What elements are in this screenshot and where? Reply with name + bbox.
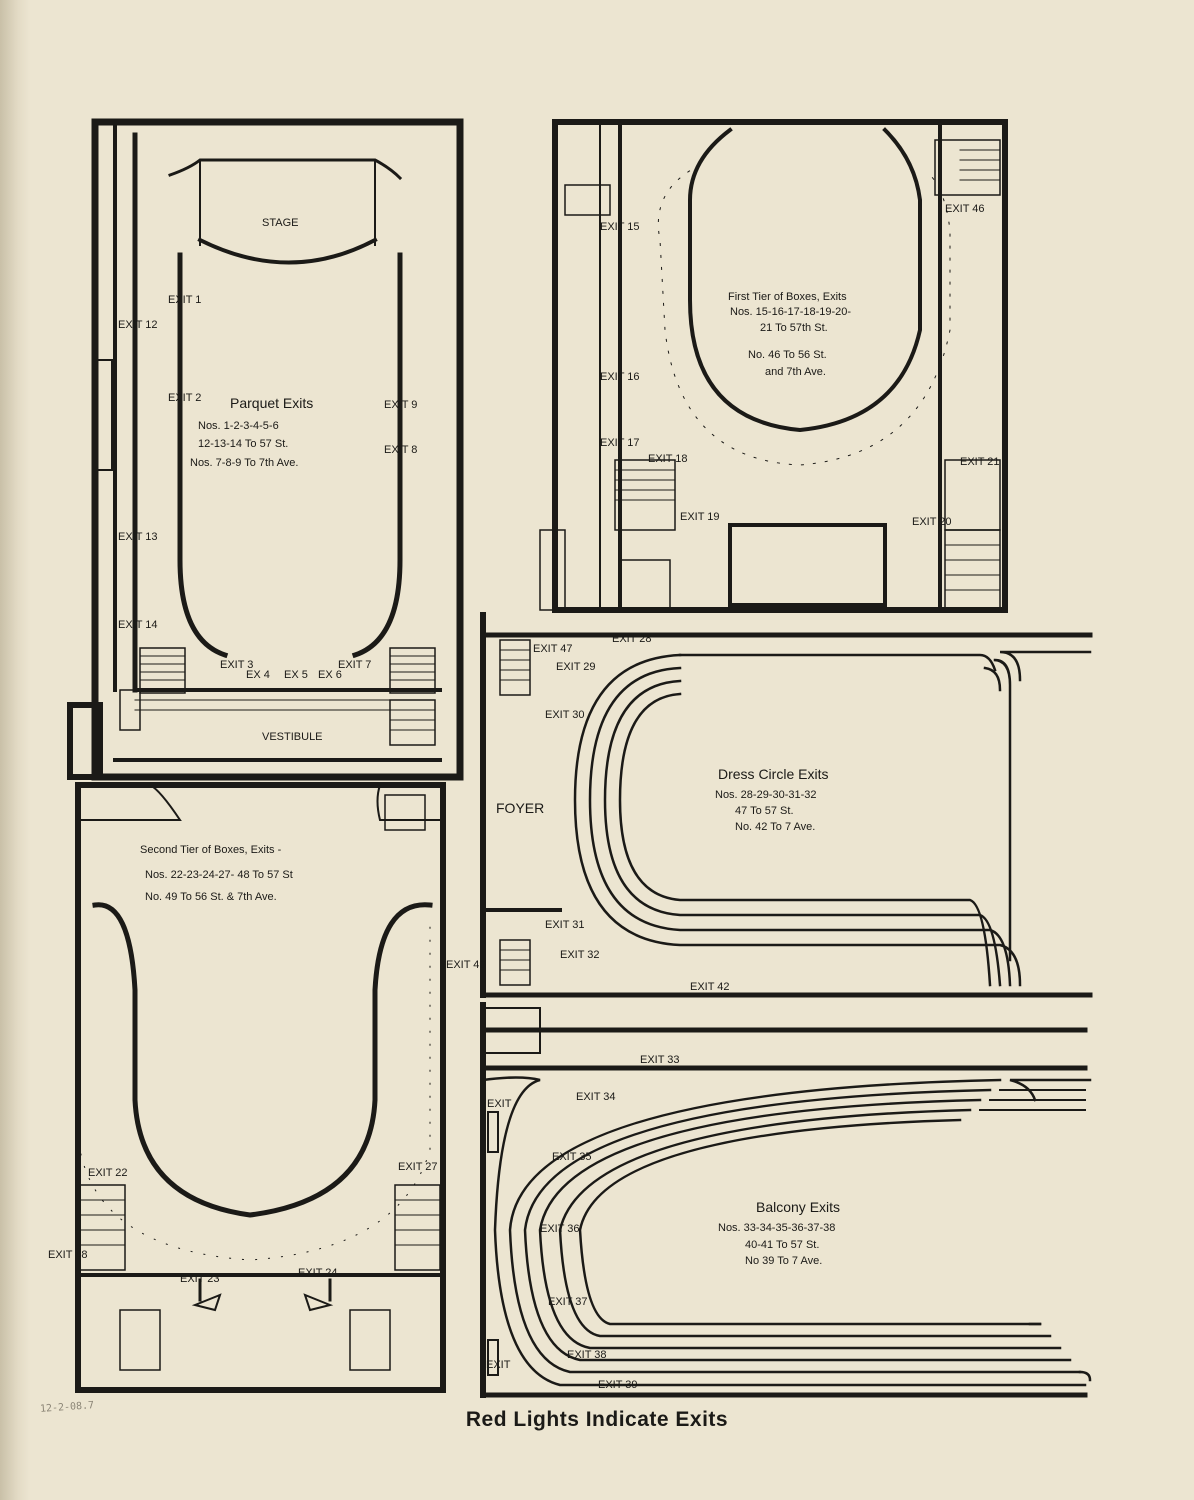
exit-22-label: EXIT 22 [88,1167,128,1179]
foyer-label: FOYER [496,800,544,816]
exit-17-label: EXIT 17 [600,437,640,449]
second-tier-title: Second Tier of Boxes, Exits - [140,844,282,856]
balcony-title: Balcony Exits [756,1199,840,1215]
dress-circle-labels: FOYER Dress Circle Exits Nos. 28-29-30-3… [496,633,828,993]
exit-38-label: EXIT 38 [567,1349,607,1361]
first-tier-line4: and 7th Ave. [765,366,826,378]
exit-24-label: EXIT 24 [298,1267,338,1279]
second-tier-plan [75,782,446,1393]
exit-36-label: EXIT 36 [540,1223,580,1235]
exit-7-label: EXIT 7 [338,659,371,671]
parquet-line3: Nos. 7-8-9 To 7th Ave. [190,457,298,469]
exit-48-label: EXIT 48 [48,1249,88,1261]
exit-14-label: EXIT 14 [118,619,158,631]
exit-1-label: EXIT 1 [168,294,201,306]
first-tier-plan [539,119,1008,613]
exit-13-label: EXIT 13 [118,531,158,543]
page-caption: Red Lights Indicate Exits [465,1408,729,1431]
exit-2-label: EXIT 2 [168,392,201,404]
exit-9-label: EXIT 9 [384,399,417,411]
exit-20-label: EXIT 20 [912,516,952,528]
exit-28-label: EXIT 28 [612,633,652,645]
parquet-title: Parquet Exits [230,395,313,411]
exit-6-label: EX 6 [318,669,342,681]
exit-40-label: EXIT [487,1098,512,1110]
exit-16-label: EXIT 16 [600,371,640,383]
exit-3-label: EXIT 3 [220,659,253,671]
exit-18-label: EXIT 18 [648,453,688,465]
second-tier-labels: Second Tier of Boxes, Exits - Nos. 22-23… [48,844,486,1285]
exit-12-label: EXIT 12 [118,319,158,331]
parquet-plan [67,118,464,781]
exit-46-label: EXIT 46 [945,203,985,215]
dress-circle-line1: Nos. 28-29-30-31-32 [715,789,817,801]
second-tier-line1: Nos. 22-23-24-27- 48 To 57 St [145,869,293,881]
exit-15-label: EXIT 15 [600,221,640,233]
exit-29-label: EXIT 29 [556,661,596,673]
exit-8-label: EXIT 8 [384,444,417,456]
balcony-plan [480,1002,1092,1398]
parquet-labels: STAGE VESTIBULE Parquet Exits Nos. 1-2-3… [118,217,417,743]
first-tier-labels: First Tier of Boxes, Exits Nos. 15-16-17… [600,203,1000,528]
balcony-line2: 40-41 To 57 St. [745,1239,819,1251]
first-tier-line1: Nos. 15-16-17-18-19-20- [730,306,851,318]
dress-circle-plan [480,612,1093,998]
exit-31-label: EXIT 31 [545,919,585,931]
exit-34-label: EXIT 34 [576,1091,616,1103]
dress-circle-line3: No. 42 To 7 Ave. [735,821,815,833]
balcony-line3: No 39 To 7 Ave. [745,1255,822,1267]
exit-5-label: EX 5 [284,669,308,681]
dress-circle-title: Dress Circle Exits [718,766,828,782]
balcony-labels: Balcony Exits Nos. 33-34-35-36-37-38 40-… [486,1054,840,1391]
balcony-line1: Nos. 33-34-35-36-37-38 [718,1222,835,1234]
second-tier-line2: No. 49 To 56 St. & 7th Ave. [145,891,277,903]
exit-21-label: EXIT 21 [960,456,1000,468]
vestibule-label: VESTIBULE [262,731,323,743]
first-tier-line3: No. 46 To 56 St. [748,349,827,361]
exit-4-label: EX 4 [246,669,270,681]
exit-33-label: EXIT 33 [640,1054,680,1066]
exit-47-label: EXIT 47 [533,643,573,655]
exit-42-label: EXIT 42 [690,981,730,993]
parquet-line1: Nos. 1-2-3-4-5-6 [198,420,279,432]
first-tier-line2: 21 To 57th St. [760,322,828,334]
exit-27-label: EXIT 27 [398,1161,438,1173]
exit-39-label: EXIT 39 [598,1379,638,1391]
dress-circle-line2: 47 To 57 St. [735,805,794,817]
exit-23-label: EXIT 23 [180,1273,220,1285]
exit-41-label: EXIT [486,1359,511,1371]
exit-35-label: EXIT 35 [552,1151,592,1163]
exit-32-label: EXIT 32 [560,949,600,961]
exit-30-label: EXIT 30 [545,709,585,721]
book-gutter [0,0,30,1500]
exit-37-label: EXIT 37 [548,1296,588,1308]
parquet-line2: 12-13-14 To 57 St. [198,438,288,450]
exit-49-label: EXIT 49 [446,959,486,971]
stage-label: STAGE [262,217,298,229]
first-tier-title: First Tier of Boxes, Exits [728,291,847,303]
exit-19-label: EXIT 19 [680,511,720,523]
